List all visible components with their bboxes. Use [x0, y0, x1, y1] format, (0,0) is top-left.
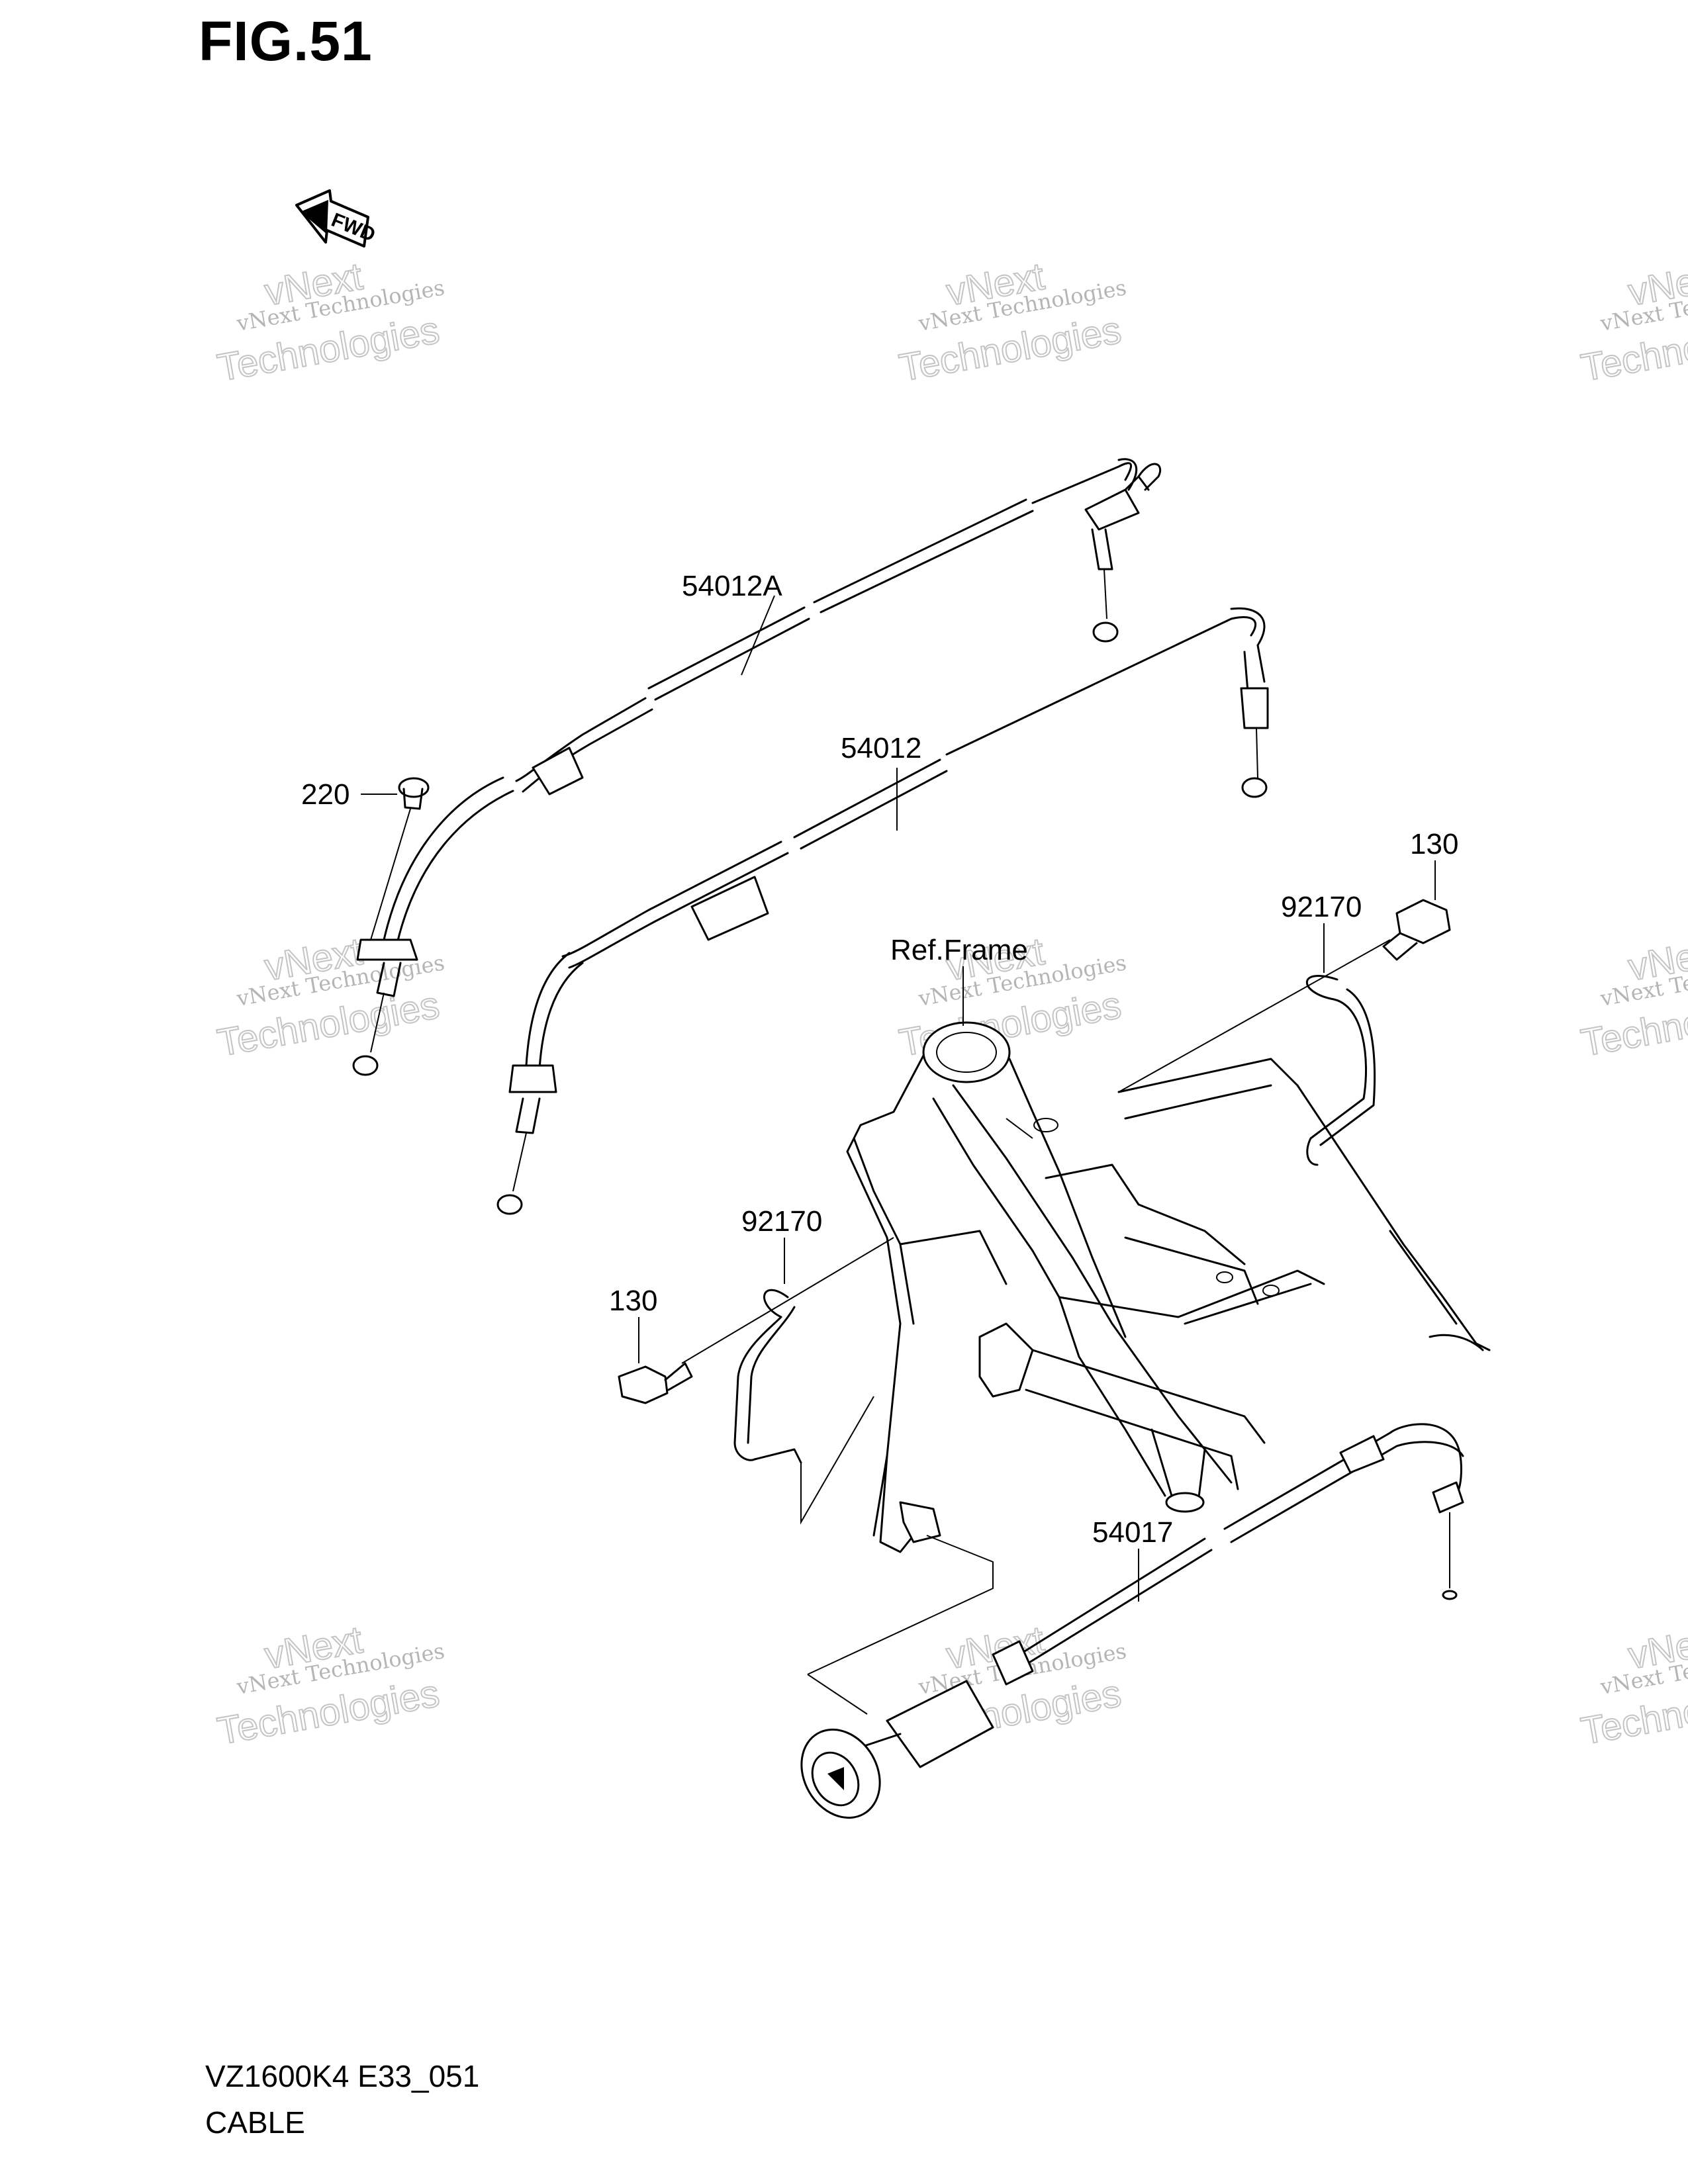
watermark-text-outline: vNext	[1625, 930, 1688, 989]
watermark: vNext Technologies Technologies vNext	[1577, 1617, 1688, 1754]
clamp-92170-upper-icon	[1305, 975, 1376, 1166]
watermark: vNext Technologies Technologies vNext	[214, 929, 447, 1066]
watermark: vNext Technologies Technologies vNext	[214, 254, 447, 390]
figure-title: FIG.51	[199, 10, 373, 72]
watermark-text-outline: vNext	[1625, 1618, 1688, 1678]
choke-cable-54017	[800, 1423, 1464, 1819]
watermark: vNext Technologies Technologies vNext	[1577, 929, 1688, 1066]
watermark: vNext Technologies Technologies vNext	[1577, 254, 1688, 390]
footer-model-code: VZ1600K4 E33_051	[205, 2059, 480, 2093]
callout-54012A: 54012A	[682, 570, 782, 602]
throttle-cable-54012	[496, 607, 1269, 1215]
screw-220-icon	[370, 777, 430, 940]
callout-92170-upper: 92170	[1281, 891, 1362, 923]
callout-ref-frame: Ref.Frame	[890, 934, 1028, 966]
footer-caption: CABLE	[205, 2105, 305, 2140]
clamp-92170-lower-icon	[733, 1289, 802, 1464]
callout-130-upper: 130	[1410, 828, 1458, 860]
watermark-group: vNext Technologies Technologies vNext vN…	[214, 254, 1688, 1754]
bolt-130-upper-icon	[1382, 899, 1451, 961]
throttle-cable-54012A	[352, 458, 1162, 1076]
callout-220: 220	[301, 778, 350, 811]
frame-ref-assembly	[846, 1021, 1491, 1553]
callout-54017: 54017	[1092, 1516, 1173, 1549]
watermark: vNext Technologies Technologies vNext	[896, 254, 1129, 390]
callout-130-lower: 130	[609, 1285, 657, 1317]
fwd-arrow-icon: FWD	[295, 189, 379, 248]
callout-54012: 54012	[841, 732, 921, 764]
watermark-text-outline: vNext	[1625, 255, 1688, 314]
watermark: vNext Technologies Technologies vNext	[214, 1617, 447, 1754]
bolt-130-lower-icon	[618, 1362, 693, 1404]
callout-92170-lower: 92170	[741, 1205, 822, 1238]
